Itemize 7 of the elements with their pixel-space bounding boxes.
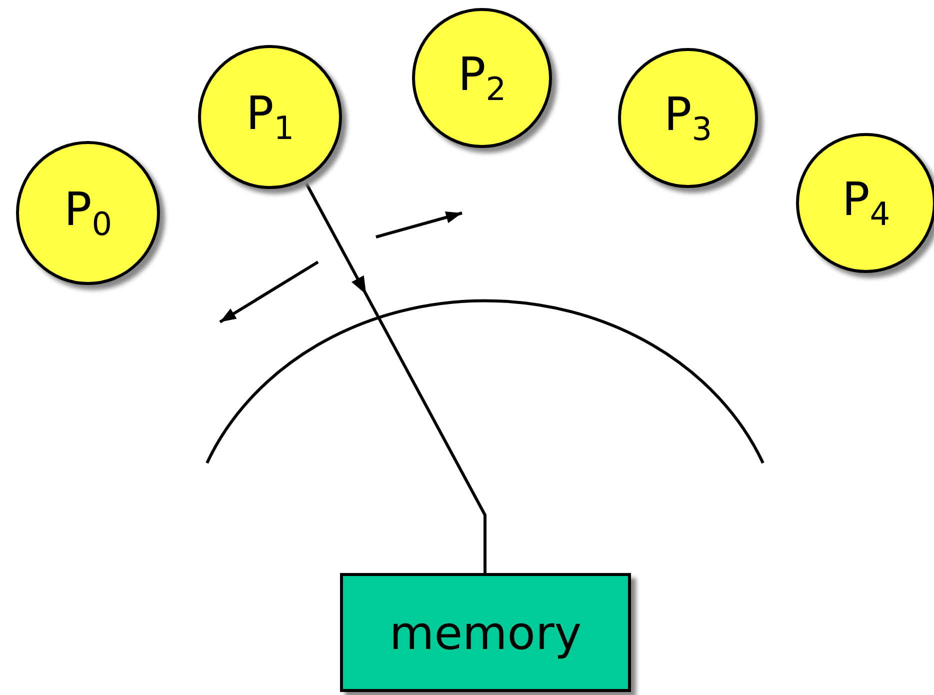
node-label: P$_{4}$ [842,172,890,234]
memory-box [340,573,631,692]
node-label: P$_{3}$ [664,87,712,149]
node-label: P$_{1}$ [246,86,294,148]
node-label: P$_{2}$ [458,47,506,109]
node-label: memory [389,606,582,660]
node-label: P$_{0}$ [64,182,112,244]
